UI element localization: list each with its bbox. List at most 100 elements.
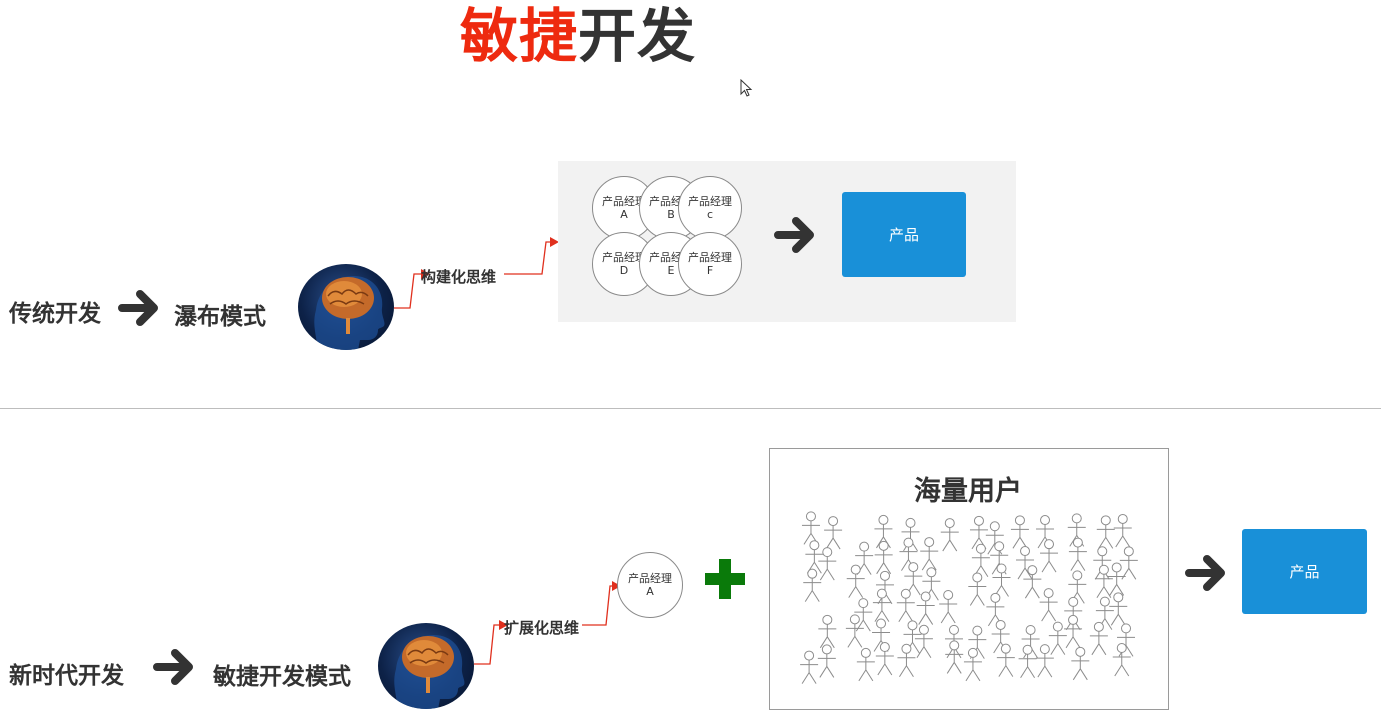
user-figure-icon (904, 562, 923, 596)
user-figure-icon (969, 515, 988, 550)
user-figure-icon (855, 541, 874, 575)
user-figure-icon (1094, 564, 1113, 599)
traditional-dev-label: 传统开发 (9, 301, 101, 327)
right-arrow-icon (1185, 555, 1225, 591)
user-figure-icon (1010, 515, 1029, 549)
right-arrow-icon (774, 217, 814, 253)
connector-line (474, 581, 621, 665)
user-figure-icon (920, 537, 939, 571)
user-figure-icon (971, 543, 990, 578)
user-figure-icon (897, 643, 916, 678)
agile-mode-label: 敏捷开发模式 (213, 664, 351, 690)
user-figure-icon (1107, 562, 1126, 596)
user-figure-icon (1016, 546, 1035, 580)
user-figure-icon (914, 624, 933, 659)
title-highlight: 敏捷 (460, 2, 579, 70)
user-figure-icon (818, 547, 837, 581)
user-figure-icon (875, 642, 894, 676)
user-figure-icon (990, 541, 1009, 575)
user-figure-icon (1068, 537, 1087, 571)
user-figure-icon (1109, 592, 1128, 626)
user-figure-icon (803, 568, 822, 602)
user-figure-icon (963, 647, 982, 682)
connector-line (394, 237, 559, 309)
user-figure-icon (1021, 624, 1040, 659)
pm-title: 产品经理 (628, 572, 672, 585)
plus-icon (705, 559, 745, 599)
massive-users-title: 海量用户 (914, 476, 1022, 507)
user-figure-icon (940, 518, 959, 552)
title-rest: 开发 (578, 2, 697, 70)
crowd-figures (800, 511, 1138, 684)
user-figure-icon (1039, 588, 1058, 622)
user-figure-icon (800, 650, 819, 684)
pm-title: 产品经理 (688, 251, 732, 264)
head-brain-icon (314, 276, 385, 350)
user-figure-icon (991, 619, 1010, 654)
user-figure-icon (968, 625, 987, 659)
page-title: 敏捷开发 (460, 0, 696, 72)
user-figure-icon (1018, 644, 1037, 679)
user-figure-icon (1117, 623, 1136, 657)
pm-title: 产品经理 (602, 195, 646, 208)
pm-id: A (620, 208, 628, 221)
pm-id: B (667, 208, 675, 221)
user-figure-icon (899, 537, 918, 571)
user-figure-icon (846, 564, 865, 598)
user-figure-icon (986, 592, 1005, 627)
user-figure-icon (1040, 539, 1059, 573)
user-figure-icon (818, 614, 837, 649)
user-figure-icon (845, 614, 864, 648)
product-manager-circle: 产品经理 A (617, 552, 683, 618)
user-figure-icon (872, 588, 891, 622)
product-manager-circle: 产品经理 c (678, 176, 742, 240)
massive-users-panel: 海量用户 (769, 448, 1169, 710)
user-figure-icon (1112, 643, 1131, 677)
product-manager-circle: 产品经理 F (678, 232, 742, 296)
pm-title: 产品经理 (602, 251, 646, 264)
pm-title: 产品经理 (688, 195, 732, 208)
user-figure-icon (1068, 570, 1087, 604)
build-thinking-label: 构建化思维 (421, 268, 497, 286)
user-figure-icon (1071, 646, 1090, 681)
brain-image (298, 264, 394, 350)
user-figure-icon (1095, 596, 1114, 630)
user-figure-icon (992, 563, 1011, 597)
user-figure-icon (922, 567, 941, 601)
pm-id: F (706, 264, 714, 277)
user-figure-icon (1119, 546, 1138, 580)
user-figure-icon (1023, 565, 1042, 599)
user-figure-icon (854, 598, 873, 632)
cursor-icon (740, 79, 753, 97)
user-figure-icon (939, 589, 958, 624)
user-figure-icon (1093, 546, 1112, 580)
user-figure-icon (805, 540, 824, 574)
user-figure-icon (1113, 513, 1132, 548)
user-figure-icon (945, 640, 964, 674)
user-figure-icon (817, 644, 836, 678)
head-brain-icon (394, 635, 465, 709)
user-figure-icon (1064, 596, 1083, 631)
product-box: 产品 (1242, 529, 1367, 614)
user-figure-icon (896, 588, 915, 623)
user-figure-icon (901, 517, 920, 552)
user-figure-icon (903, 620, 922, 654)
user-figure-icon (1089, 621, 1108, 656)
user-figure-icon (1067, 513, 1086, 547)
user-figure-icon (1035, 644, 1054, 678)
user-figure-icon (824, 516, 843, 550)
new-era-dev-label: 新时代开发 (9, 663, 124, 689)
user-figure-icon (916, 591, 935, 625)
pm-id: c (706, 208, 714, 221)
user-figure-icon (801, 511, 820, 545)
user-figure-icon (985, 521, 1004, 555)
product-box: 产品 (842, 192, 966, 277)
pm-id: A (646, 585, 654, 598)
user-figure-icon (874, 540, 893, 575)
pm-id: D (619, 264, 629, 277)
user-figure-icon (996, 643, 1015, 677)
right-arrow-icon (118, 290, 158, 326)
user-figure-icon (874, 514, 893, 549)
user-figure-icon (1048, 621, 1067, 655)
user-figure-icon (1036, 515, 1055, 549)
